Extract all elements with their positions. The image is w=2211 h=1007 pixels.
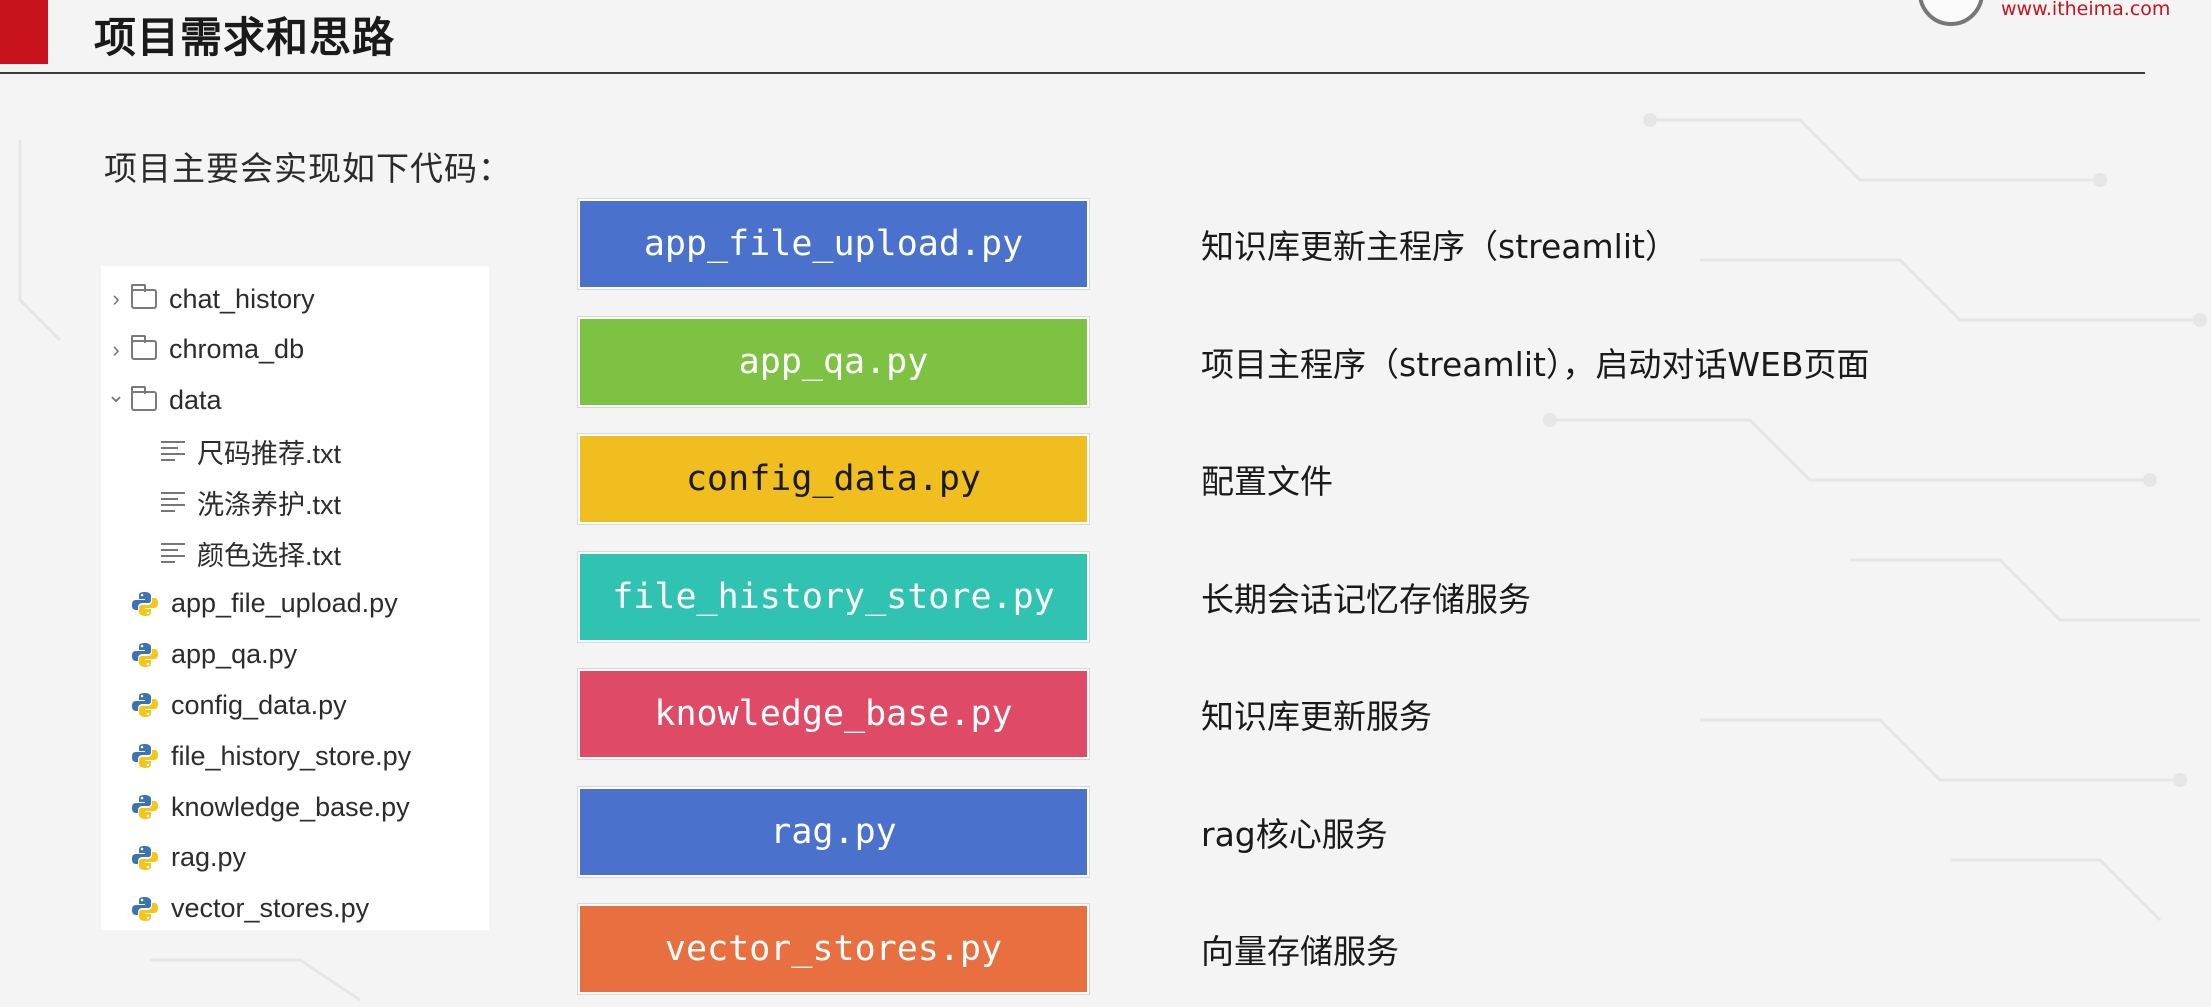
code-file-box: config_data.py (578, 434, 1089, 524)
tree-item-chroma-db[interactable]: › chroma_db (101, 325, 304, 375)
code-file-name: vector_stores.py (664, 929, 1003, 969)
tree-item-text-file[interactable]: 颜色选择.txt (161, 528, 341, 578)
text-file-icon (161, 539, 185, 567)
python-icon (131, 895, 159, 923)
python-icon (131, 691, 159, 719)
chevron-right-icon[interactable]: › (112, 286, 120, 311)
page-title: 项目需求和思路 (94, 13, 396, 62)
code-file-box: app_file_upload.py (578, 199, 1089, 289)
python-icon (131, 793, 159, 821)
code-file-name: app_qa.py (738, 341, 929, 382)
intro-text: 项目主要会实现如下代码： (104, 149, 512, 188)
tree-item-app-file-upload-py[interactable]: app_file_upload.py (131, 579, 398, 629)
tree-item-text-file[interactable]: 尺码推荐.txt (161, 426, 341, 476)
code-file-name: knowledge_base.py (654, 694, 1013, 734)
text-file-icon (161, 437, 185, 465)
code-file-description: 配置文件 (1201, 462, 1333, 501)
tree-item-data[interactable]: ⌄ data (101, 376, 222, 426)
code-file-description: 长期会话记忆存储服务 (1201, 579, 1531, 619)
folder-icon (131, 284, 157, 309)
tree-item-label: rag.py (171, 842, 247, 873)
code-file-box: knowledge_base.py (578, 669, 1089, 759)
python-icon (131, 641, 159, 669)
tree-item-label: vector_stores.py (171, 893, 370, 924)
header-accent-bar (0, 0, 48, 64)
tree-item-label: 颜色选择.txt (197, 540, 342, 571)
header-divider (0, 72, 2145, 74)
code-file-box: vector_stores.py (578, 904, 1089, 994)
tree-item-file-history-store-py[interactable]: file_history_store.py (131, 731, 411, 781)
chevron-right-icon[interactable]: › (112, 336, 120, 362)
tree-item-config-data-py[interactable]: config_data.py (131, 680, 347, 730)
code-file-description: 向量存储服务 (1201, 932, 1399, 971)
tree-item-text-file[interactable]: 洗涤养护.txt (161, 477, 341, 527)
code-file-description: 知识库更新主程序（streamlit） (1201, 227, 1678, 266)
tree-item-rag-py[interactable]: rag.py (131, 833, 246, 883)
text-file-icon (161, 488, 185, 516)
code-file-name: app_file_upload.py (643, 224, 1024, 264)
tree-item-label: 尺码推荐.txt (197, 438, 342, 469)
code-file-description: 知识库更新服务 (1201, 697, 1432, 736)
tree-item-chat-history[interactable]: › chat_history (101, 274, 315, 324)
code-file-box: file_history_store.py (578, 551, 1089, 642)
folder-icon (131, 385, 157, 411)
chevron-down-icon[interactable]: ⌄ (106, 381, 126, 407)
tree-item-knowledge-base-py[interactable]: knowledge_base.py (131, 782, 410, 832)
python-icon (131, 742, 159, 770)
logo-icon (1918, 0, 1984, 26)
code-file-box: rag.py (578, 786, 1089, 877)
tree-item-label: config_data.py (171, 689, 347, 720)
tree-item-label: file_history_store.py (171, 740, 412, 771)
code-file-description: rag核心服务 (1201, 814, 1388, 854)
code-file-box: app_qa.py (578, 316, 1089, 407)
file-tree: › chat_history › chroma_db ⌄ data 尺码推荐.txt 洗涤养护… (101, 266, 489, 930)
tree-item-label: data (169, 385, 222, 416)
code-file-name: rag.py (770, 811, 897, 852)
code-file-name: config_data.py (685, 459, 981, 499)
tree-item-label: chat_history (169, 283, 315, 314)
tree-item-label: app_qa.py (171, 639, 298, 670)
code-file-name: file_history_store.py (612, 576, 1055, 617)
tree-item-vector-stores-py[interactable]: vector_stores.py (131, 884, 369, 934)
site-url: www.itheima.com (2001, 0, 2171, 20)
code-file-description: 项目主程序（streamlit），启动对话WEB页面 (1201, 344, 1870, 384)
tree-item-label: 洗涤养护.txt (197, 489, 342, 520)
tree-item-app-qa-py[interactable]: app_qa.py (131, 630, 297, 680)
tree-item-label: knowledge_base.py (171, 791, 410, 822)
folder-icon (131, 334, 157, 360)
python-icon (131, 844, 159, 872)
tree-item-label: app_file_upload.py (171, 588, 398, 619)
python-icon (131, 590, 159, 618)
tree-item-label: chroma_db (169, 334, 305, 365)
